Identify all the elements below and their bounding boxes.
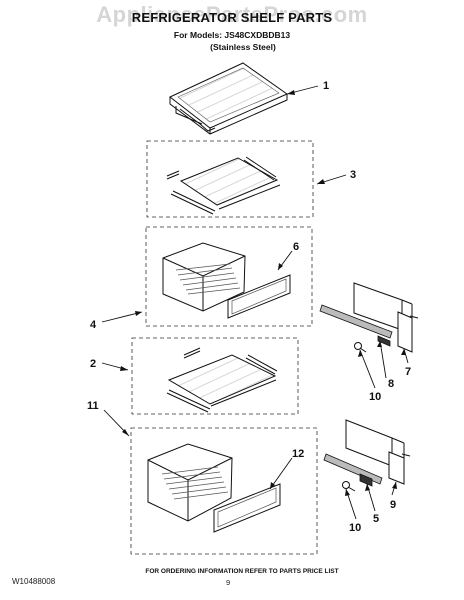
screw-part-10-upper: [354, 342, 367, 353]
callout-10-upper: 10: [369, 391, 381, 403]
callout-2: 2: [90, 358, 96, 370]
slide-track-part-8: [319, 304, 393, 347]
page-title: REFRIGERATOR SHELF PARTS: [131, 10, 333, 25]
models-line: For Models: JS48CXDBDB13: [173, 30, 291, 40]
callout-4: 4: [90, 319, 97, 331]
crisper-cover-part-12: [213, 483, 281, 533]
variant-line: (Stainless Steel): [210, 42, 276, 52]
group-box-part-2: [131, 337, 299, 415]
shelf-glass-part-2: [166, 347, 278, 413]
slide-rail-part-7: [353, 282, 419, 353]
ordering-info: FOR ORDERING INFORMATION REFER TO PARTS …: [145, 568, 339, 575]
screw-part-10-lower: [342, 481, 356, 492]
slide-track-part-5: [323, 453, 383, 487]
group-box-part-11: [130, 427, 318, 555]
crisper-bin-part-4: [162, 242, 246, 312]
callout-11: 11: [87, 400, 99, 412]
group-box-part-3: [146, 140, 314, 218]
leader-arrowheads: [120, 90, 406, 496]
document-code: W10488008: [12, 577, 56, 586]
slide-rail-part-9: [345, 419, 411, 485]
callout-10-lower: 10: [349, 522, 361, 534]
callout-9: 9: [390, 499, 396, 511]
shelf-glass-part-3: [166, 156, 281, 215]
page-number: 9: [226, 578, 231, 587]
callout-1: 1: [323, 80, 329, 92]
callout-8: 8: [388, 378, 394, 390]
callout-3: 3: [350, 169, 356, 181]
crisper-cover-part-6: [227, 274, 291, 319]
callout-5: 5: [373, 513, 379, 525]
callout-12: 12: [292, 448, 304, 460]
crisper-bin-part-11: [147, 443, 233, 522]
callout-6: 6: [293, 241, 299, 253]
callout-7: 7: [405, 366, 411, 378]
shelf-assembly-part-1: [169, 62, 289, 135]
